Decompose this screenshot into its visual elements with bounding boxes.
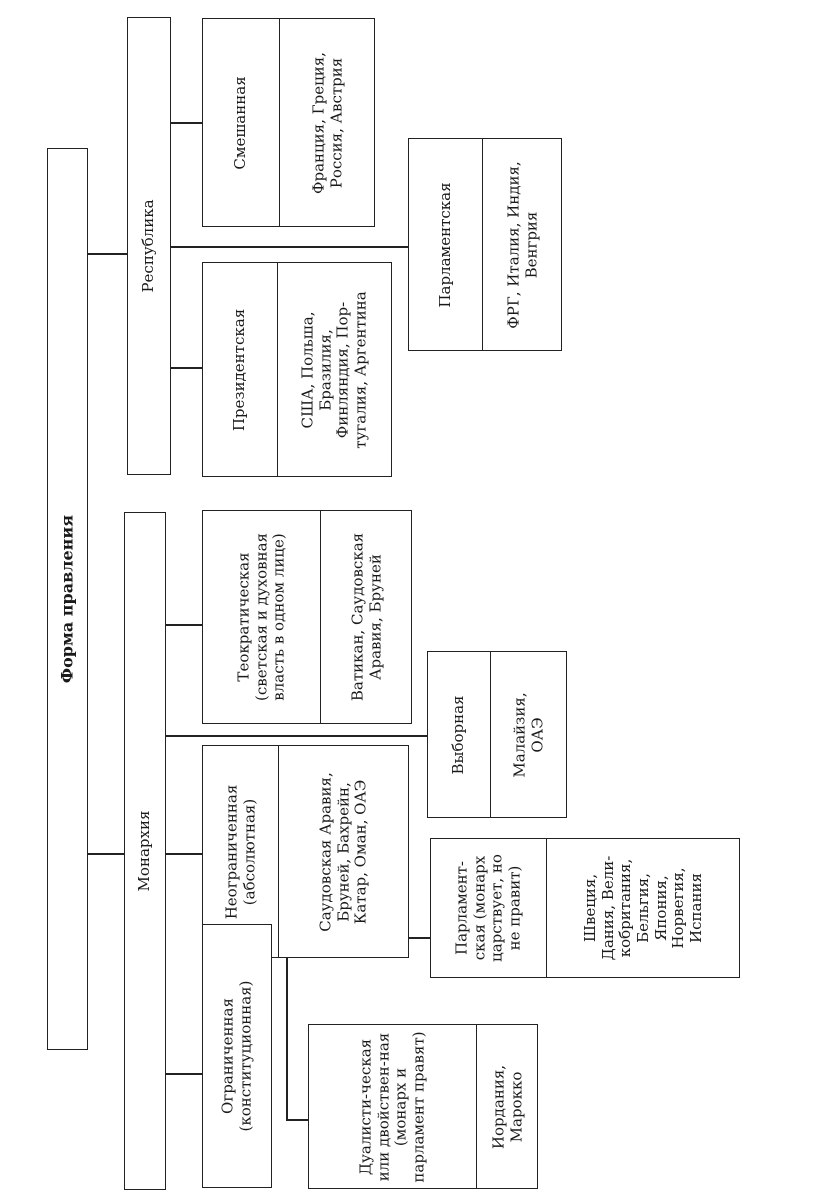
monarchy-limited-box: Ограниченная (конституционная) [202, 924, 272, 1188]
monarchy-box: Монархия [124, 512, 166, 1190]
republic-parliamentary-title: Парламентская [435, 181, 454, 308]
root-label: Форма правления [57, 514, 77, 684]
monarchy-parliamentary-title: Парламент-ская (монарх царствует, но не … [452, 854, 524, 962]
monarchy-dualistic-title: Дуалисти-ческая или двойствен-ная (монар… [356, 1030, 428, 1183]
connector-monarchy-limited [165, 1073, 203, 1075]
republic-presidential-countries: США, Польша, Бразилия, Финляндия, Пор-ту… [298, 290, 370, 449]
republic-presidential-title: Президентская [230, 308, 249, 431]
connector-monarchy-absolute [165, 853, 203, 855]
monarchy-dualistic-countries: Иордания, Марокко [488, 1064, 525, 1149]
monarchy-absolute-countries: Саудовская Аравия, Бруней, Бахрейн, Ката… [316, 771, 370, 932]
republic-presidential-box: Президентская США, Польша, Бразилия, Фин… [202, 262, 392, 477]
republic-box: Республика [127, 17, 171, 475]
connector-republic-mixed [170, 122, 203, 124]
republic-mixed-countries: Франция, Греция, Россия, Австрия [308, 51, 345, 194]
monarchy-limited-title: Ограниченная (конституционная) [218, 980, 254, 1132]
republic-mixed-title: Смешанная [231, 75, 250, 170]
monarchy-elective-countries: Малайзия, ОАЭ [510, 691, 546, 778]
monarchy-theocratic-title: Теократическая (светская и духовная влас… [233, 533, 288, 701]
monarchy-absolute-box: Неограниченная (абсолютная) Саудовская А… [202, 745, 409, 958]
connector-republic-parliamentary [170, 246, 409, 248]
connector-monarchy-theocratic [165, 624, 203, 626]
monarchy-absolute-title: Неограниченная (абсолютная) [221, 784, 258, 919]
connector-root-republic [88, 253, 128, 255]
monarchy-parliamentary-box: Парламент-ская (монарх царствует, но не … [430, 838, 740, 978]
republic-parliamentary-box: Парламентская ФРГ, Италия, Индия, Венгри… [408, 138, 562, 351]
monarchy-elective-box: Выборная Малайзия, ОАЭ [427, 651, 567, 818]
monarchy-label: Монархия [135, 810, 154, 892]
monarchy-parliamentary-countries: Швеция, Дания, Вели-кобритания, Бельгия,… [580, 855, 705, 961]
republic-parliamentary-countries: ФРГ, Италия, Индия, Венгрия [503, 160, 540, 329]
connector-root-monarchy [88, 853, 128, 855]
connector-limited-dualistic [286, 1119, 308, 1121]
root-box: Форма правления [47, 148, 88, 1050]
connector-monarchy-elective [165, 735, 428, 737]
connector-republic-presidential [170, 367, 203, 369]
connector-limited-dualistic-vertical [286, 937, 288, 1120]
monarchy-theocratic-box: Теократическая (светская и духовная влас… [202, 510, 412, 724]
monarchy-dualistic-box: Дуалисти-ческая или двойствен-ная (монар… [308, 1024, 538, 1189]
monarchy-theocratic-countries: Ватикан, Саудовская Аравия, Бруней [347, 532, 384, 702]
republic-label: Республика [139, 199, 158, 293]
monarchy-elective-title: Выборная [449, 694, 468, 775]
republic-mixed-box: Смешанная Франция, Греция, Россия, Австр… [202, 18, 375, 227]
